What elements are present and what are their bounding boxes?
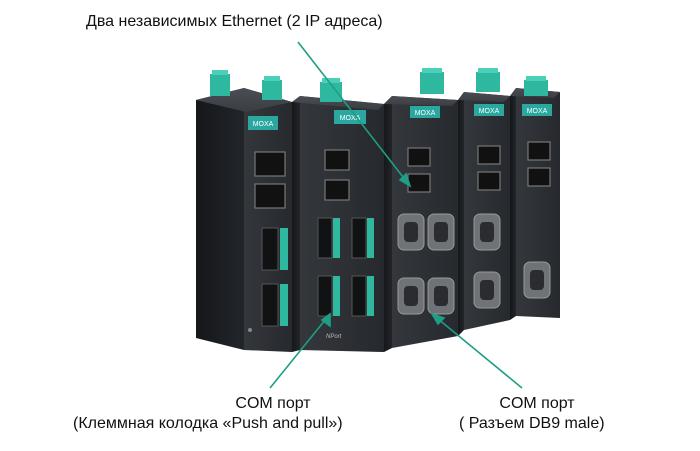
moxa-badge-2 [334, 110, 366, 124]
terminal-block [280, 228, 288, 270]
svg-text:MOXA: MOXA [253, 121, 274, 128]
ethernet-port [527, 167, 551, 187]
device-3: MOXA [384, 68, 458, 352]
power-terminal-1a [210, 74, 230, 96]
svg-text:NPort: NPort [326, 334, 342, 340]
ethernet-port [324, 149, 350, 171]
svg-text:MOXA: MOXA [340, 115, 361, 122]
ethernet-port [254, 183, 286, 209]
pointer-com-db9 [431, 313, 523, 389]
terminal-block [367, 276, 374, 316]
ethernet-port [407, 147, 431, 167]
ethernet-port [324, 179, 350, 201]
svg-text:MOXA: MOXA [415, 110, 436, 117]
caption-com-db9-desc: ( Разъем DB9 male) [459, 415, 605, 432]
terminal-block [333, 276, 340, 316]
terminal-block [367, 218, 374, 258]
svg-text:MOXA: MOXA [479, 108, 500, 115]
caption-com-terminal-desc: (Клеммная колодка «Push and pull») [73, 415, 343, 432]
device-4: MOXA [458, 68, 510, 336]
device-1: MOXA [196, 70, 292, 352]
moxa-badge-3 [410, 106, 440, 118]
arrowhead [430, 312, 446, 326]
moxa-badge-5 [522, 104, 552, 116]
moxa-badge-1 [248, 116, 278, 130]
ethernet-port [477, 145, 501, 165]
pointer-com-terminal [269, 313, 331, 389]
svg-text:MOXA: MOXA [527, 108, 548, 115]
terminal-block [280, 284, 288, 326]
caption-ethernet: Два независимых Ethernet (2 IP адреса) [86, 13, 383, 30]
pointer-ethernet [297, 41, 411, 187]
pointer-lines [269, 41, 523, 389]
ethernet-port [477, 171, 501, 191]
ethernet-port [254, 151, 286, 177]
terminal-block [333, 218, 340, 258]
ethernet-port [527, 141, 551, 161]
ethernet-port [407, 173, 431, 193]
moxa-badge-4 [474, 104, 504, 116]
caption-com-db9-title: COM порт [499, 395, 575, 412]
caption-com-terminal-title: COM порт [235, 395, 311, 412]
device-5: MOXA [510, 76, 560, 320]
device-2: MOXA NPort [292, 78, 384, 352]
arrowhead [398, 172, 412, 188]
arrowhead [320, 312, 331, 328]
power-terminal-1b [262, 80, 282, 100]
